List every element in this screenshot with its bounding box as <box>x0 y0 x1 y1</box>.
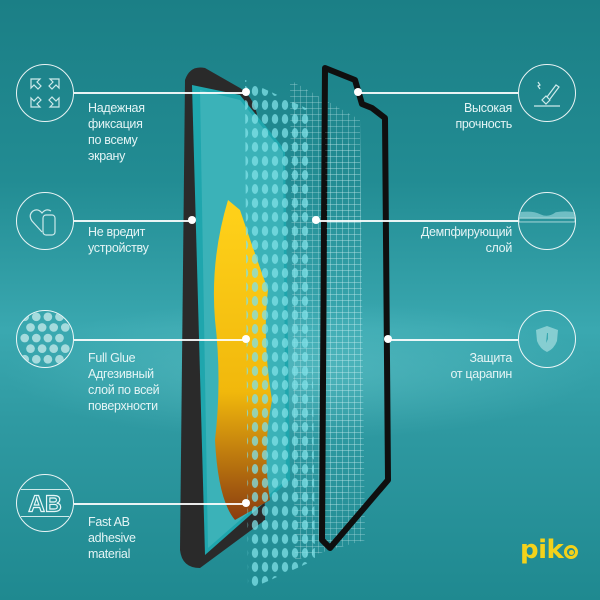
shield-icon <box>536 326 558 352</box>
connector-line <box>74 339 246 341</box>
connector-line <box>74 503 246 505</box>
connector-dot <box>188 216 196 224</box>
feature-icon-circle <box>16 192 74 250</box>
connector-line <box>358 92 518 94</box>
expand-arrows-icon <box>30 78 60 108</box>
svg-text:AB: AB <box>28 491 61 517</box>
damping-layer-icon <box>519 211 575 223</box>
connector-dot <box>242 499 250 507</box>
feature-icon-circle <box>16 64 74 122</box>
connector-line <box>388 339 518 341</box>
logo-o-icon <box>564 545 579 559</box>
feature-label: Full Glue Адгезивный слой по всей поверх… <box>88 351 160 413</box>
connector-dot <box>384 335 392 343</box>
dot-layer <box>245 80 315 590</box>
feature-label: Высокая прочность <box>455 101 512 131</box>
connector-dot <box>312 216 320 224</box>
connector-line <box>74 92 246 94</box>
feature-label: Демпфирующий слой <box>420 225 512 255</box>
feature-icon-circle <box>518 64 576 122</box>
connector-dot <box>242 88 250 96</box>
brand-logo: pik <box>520 535 579 565</box>
feature-label: Защита от царапин <box>450 351 512 381</box>
connector-line <box>316 220 518 222</box>
connector-line <box>74 220 192 222</box>
ab-adhesive-icon: AB <box>20 489 70 517</box>
feature-label: Fast AB adhesive material <box>88 515 136 561</box>
feature-icon-circle <box>16 310 74 368</box>
feature-icon-circle: AB <box>16 474 74 532</box>
feature-label: Не вредит устройству <box>88 225 149 255</box>
dots-pattern-icon <box>20 312 70 364</box>
heart-phone-icon <box>29 209 56 236</box>
connector-dot <box>354 88 362 96</box>
feature-label: Надежная фиксация по всему экрану <box>88 101 145 163</box>
hammer-impact-icon <box>534 81 560 107</box>
feature-icon-circle <box>518 310 576 368</box>
feature-icon-circle <box>518 192 576 250</box>
connector-dot <box>242 335 250 343</box>
